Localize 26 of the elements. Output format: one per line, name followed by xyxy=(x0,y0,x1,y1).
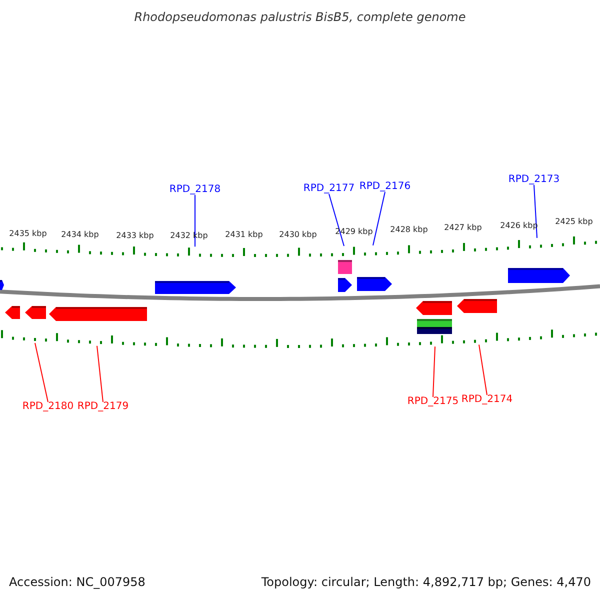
gene-label: RPD_2173 xyxy=(508,175,560,185)
gene-label: RPD_2174 xyxy=(461,395,513,405)
leader-line xyxy=(432,346,436,398)
leader-line xyxy=(372,192,386,246)
genome-info-text: Topology: circular; Length: 4,892,717 bp; Genes: 4,470 xyxy=(261,576,591,588)
scale-label: 2433 kbp xyxy=(116,232,154,240)
leader-line xyxy=(478,344,488,396)
gene-label: RPD_2178 xyxy=(169,185,221,195)
gene-label: RPD_2176 xyxy=(359,182,411,192)
scale-label: 2430 kbp xyxy=(279,231,317,239)
title: Rhodopseudomonas palustris BisB5, complete genome xyxy=(134,11,466,23)
scale-label: 2435 kbp xyxy=(9,230,47,238)
gene-label: RPD_2175 xyxy=(407,397,459,407)
accession-text: Accession: NC_007958 xyxy=(9,576,146,588)
leader-line xyxy=(328,194,344,247)
scale-label: 2425 kbp xyxy=(555,218,593,226)
scale-ruler xyxy=(1,330,597,348)
scale-label: 2434 kbp xyxy=(61,231,99,239)
leader-line xyxy=(194,194,196,248)
leader-line xyxy=(34,342,48,402)
leader-line xyxy=(96,345,104,402)
gene-label: RPD_2177 xyxy=(303,184,355,194)
scale-label: 2431 kbp xyxy=(225,231,263,239)
gene-label: RPD_2179 xyxy=(77,402,129,412)
gene-label: RPD_2180 xyxy=(22,402,74,412)
leader-line xyxy=(534,184,538,238)
